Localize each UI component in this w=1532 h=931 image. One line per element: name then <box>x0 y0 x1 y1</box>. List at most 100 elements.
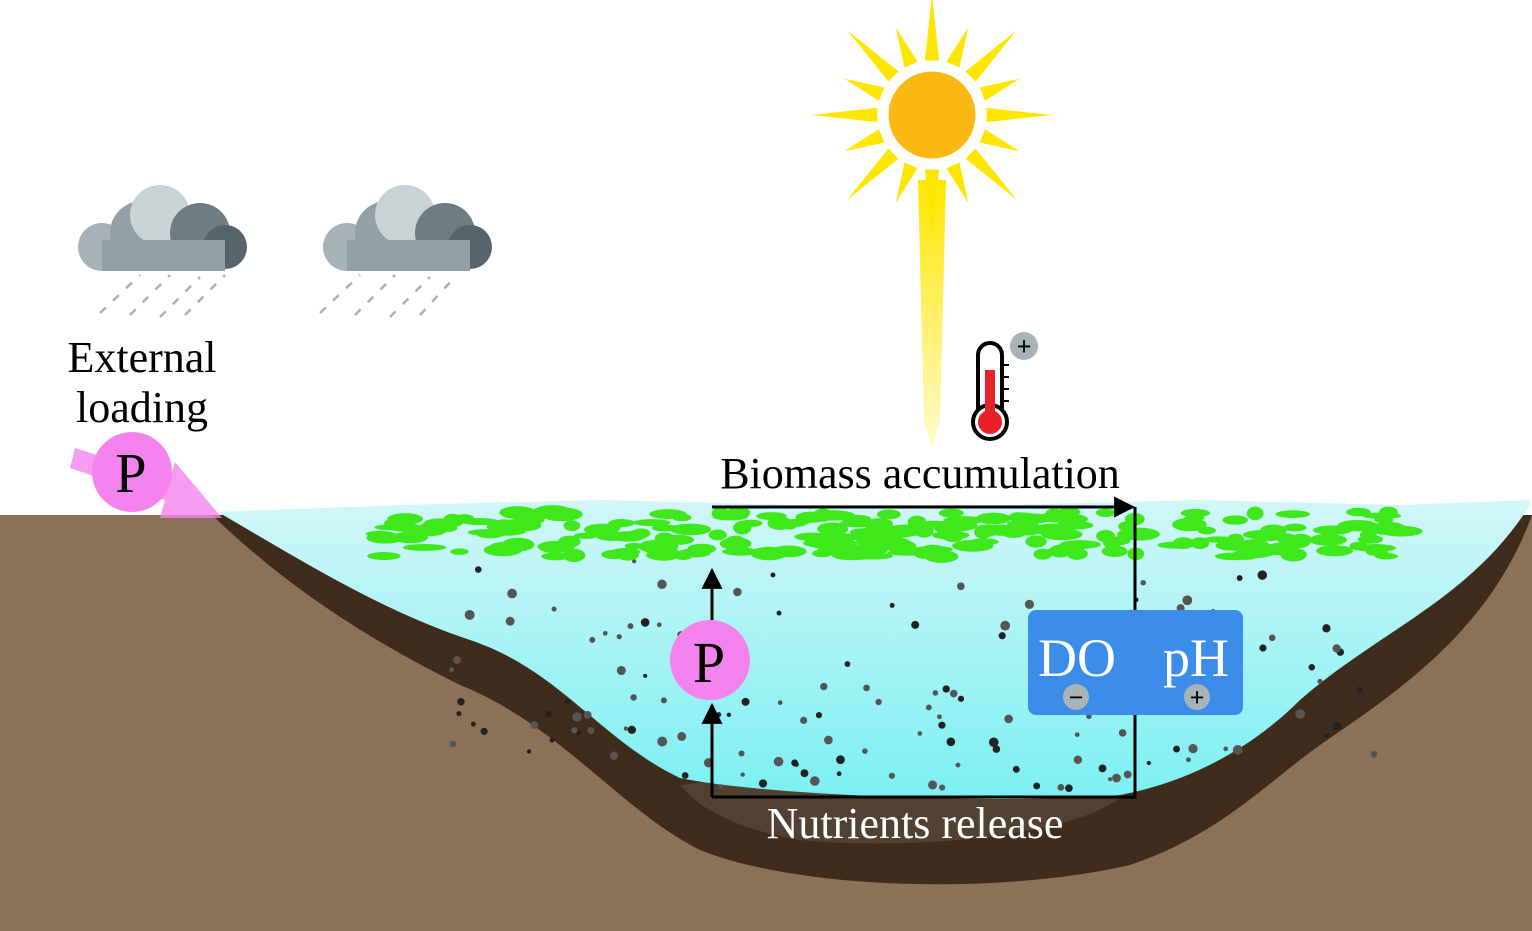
algae-patch <box>1246 506 1264 521</box>
algae-patch <box>1117 527 1160 541</box>
sediment-particle <box>1118 729 1127 737</box>
sediment-particle <box>770 572 776 578</box>
algae-patch <box>907 515 927 529</box>
sediment-particle <box>800 769 809 778</box>
algae-patch <box>460 518 499 526</box>
sediment-particle <box>640 618 650 627</box>
sun-ray <box>979 78 1020 101</box>
algae-patch <box>1243 530 1282 540</box>
algae-patch <box>884 540 917 553</box>
ph-sign: + <box>1190 683 1205 712</box>
sediment-particle <box>937 714 942 720</box>
algae-patch <box>483 543 523 557</box>
biomass-accumulation-label: Biomass accumulation <box>720 449 1120 498</box>
sediment-particle <box>1188 744 1198 754</box>
sediment-particle <box>549 737 555 743</box>
sediment-particle <box>718 784 724 789</box>
sediment-particle <box>777 700 783 705</box>
sun-rays <box>812 0 1052 235</box>
algae-patch <box>952 539 994 552</box>
algae-patch <box>1308 534 1347 546</box>
algae-patch <box>836 550 871 558</box>
algae-patch <box>1180 508 1210 518</box>
sediment-particle <box>911 620 920 629</box>
sediment-particle <box>863 684 870 692</box>
sun-beam <box>918 180 946 450</box>
sediment-particle <box>1308 664 1316 671</box>
sediment-particle <box>1024 599 1035 609</box>
algae-patch <box>921 544 945 556</box>
algae-patch <box>1275 510 1311 518</box>
sediment-particle <box>480 727 488 735</box>
algae-patch <box>1349 541 1369 551</box>
sediment-particle <box>587 727 595 735</box>
sun-ray <box>946 27 969 68</box>
sun-ray <box>847 148 899 200</box>
sediment-particle <box>815 712 823 719</box>
algae-patch <box>669 523 712 536</box>
sediment-particle <box>875 698 882 706</box>
rain-cloud-icon <box>319 185 492 318</box>
sediment-particle <box>726 712 732 717</box>
sediment-particle <box>630 694 637 701</box>
particles <box>449 548 1378 793</box>
sediment-particle <box>889 602 895 608</box>
sediment-particle <box>452 656 461 664</box>
sediment-particle <box>949 689 958 698</box>
sediment-particle <box>656 622 662 628</box>
sun-icon <box>881 64 983 166</box>
sediment-particle <box>998 632 1006 640</box>
ph-label: pH <box>1163 628 1229 688</box>
sediment-particle <box>1223 746 1229 752</box>
algae-patch <box>726 506 751 520</box>
algae-patch <box>599 523 621 533</box>
sediment-particle <box>632 559 637 564</box>
sediment-particle <box>660 697 667 704</box>
lake-water <box>218 500 1530 799</box>
sun-ray <box>895 162 918 203</box>
sediment-particle <box>449 667 455 673</box>
algae-patch <box>1025 535 1047 548</box>
algae-patch <box>687 543 717 554</box>
algae-patch <box>645 551 675 559</box>
algae-patch <box>541 552 570 561</box>
algae-patch <box>1312 525 1353 535</box>
sediment-particle <box>627 725 636 735</box>
sun-ray <box>979 129 1020 152</box>
sediment-particle <box>1182 595 1193 606</box>
sun-ray <box>946 162 969 203</box>
algae-patch <box>802 540 841 547</box>
sediment-particle <box>733 587 742 597</box>
sediment-particle <box>791 759 799 767</box>
sediment-particle <box>1073 755 1083 765</box>
algae-patch <box>562 548 586 562</box>
rain-cloud-icon <box>78 185 247 318</box>
sediment-particle <box>773 756 784 767</box>
sediment-particle <box>1236 575 1243 581</box>
algae-patch <box>1222 515 1248 525</box>
algae-patch <box>532 505 572 520</box>
algae-patch <box>1055 520 1094 530</box>
nutrients-release-label: Nutrients release <box>767 799 1064 848</box>
sediment-particle <box>938 721 946 729</box>
sediment-particle <box>1370 750 1378 758</box>
phosphorus-external-icon <box>92 432 172 512</box>
algae-patch <box>443 516 464 528</box>
sediment-particle <box>545 710 553 718</box>
algae-patch <box>770 545 807 558</box>
algae-patch <box>1227 533 1245 545</box>
sediment-particle <box>623 726 629 731</box>
sediment-particle <box>551 606 557 612</box>
sediment-particle <box>932 690 939 696</box>
algae-patch <box>1190 537 1210 550</box>
sun-ray <box>924 0 940 61</box>
sediment-particle <box>955 762 961 768</box>
sediment-particle <box>988 737 999 747</box>
algae-patch <box>1102 535 1121 549</box>
algae-patch <box>920 520 946 529</box>
algae-patch <box>1379 525 1423 537</box>
algae-patch <box>649 509 687 520</box>
algae-patch <box>943 516 984 525</box>
algae-patch <box>402 543 447 551</box>
